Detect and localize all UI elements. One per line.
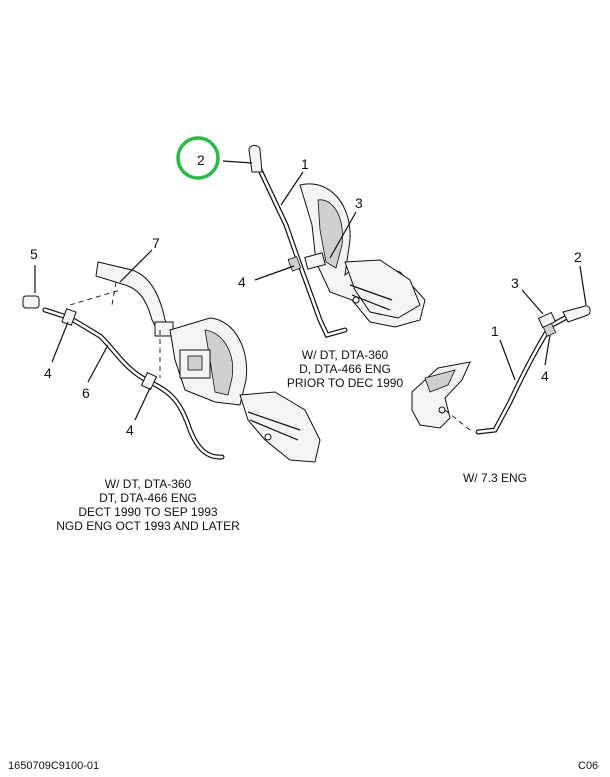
left-caption-line-3: DECT 1990 TO SEP 1993 xyxy=(78,505,218,519)
left-bracket xyxy=(239,391,321,463)
left-caption-line-4: NGD ENG OCT 1993 AND LATER xyxy=(56,519,240,533)
left-callout-4b[interactable]: 4 xyxy=(126,422,134,438)
right-callout-1[interactable]: 1 xyxy=(491,323,499,339)
right-dipstick-handle xyxy=(562,305,591,323)
center-callout-2[interactable]: 2 xyxy=(197,152,205,168)
left-caption-line-1: W/ DT, DTA-360 xyxy=(105,477,192,491)
center-clamp xyxy=(304,252,326,270)
left-cap xyxy=(22,295,40,309)
right-caption-line-1: W/ 7.3 ENG xyxy=(463,471,527,485)
center-dipstick-handle xyxy=(248,145,263,173)
right-bracket xyxy=(411,361,471,429)
center-callout-3[interactable]: 3 xyxy=(355,195,363,211)
right-callout-4[interactable]: 4 xyxy=(541,368,549,384)
center-engine-rib xyxy=(317,199,343,269)
center-bracket xyxy=(344,259,421,319)
center-callout-1[interactable]: 1 xyxy=(301,156,309,172)
highlight-ring xyxy=(176,136,220,180)
footer-doc-id: 1650709C9100-01 xyxy=(8,760,99,772)
center-caption-line-2: D, DTA-466 ENG xyxy=(299,362,391,376)
left-assembly: 5 7 4 6 4 W/ DT, DTA-360 DT, DTA-466 ENG… xyxy=(22,235,321,533)
footer-page-code: C06 xyxy=(578,760,598,772)
right-assembly: 2 3 1 4 W/ 7.3 ENG xyxy=(411,249,591,485)
left-callout-4a[interactable]: 4 xyxy=(44,365,52,381)
left-callout-7[interactable]: 7 xyxy=(152,235,160,251)
right-callout-2[interactable]: 2 xyxy=(574,249,582,265)
right-callout-3[interactable]: 3 xyxy=(511,275,519,291)
left-callout-5[interactable]: 5 xyxy=(30,246,38,262)
center-assembly: 2 1 3 4 W/ DT, DTA-360 D, DTA-466 ENG PR… xyxy=(197,145,426,390)
left-callout-6[interactable]: 6 xyxy=(82,385,90,401)
left-caption-line-2: DT, DTA-466 ENG xyxy=(99,491,197,505)
center-caption-line-3: PRIOR TO DEC 1990 xyxy=(287,376,404,390)
center-callout-4[interactable]: 4 xyxy=(238,274,246,290)
center-caption-line-1: W/ DT, DTA-360 xyxy=(302,348,389,362)
